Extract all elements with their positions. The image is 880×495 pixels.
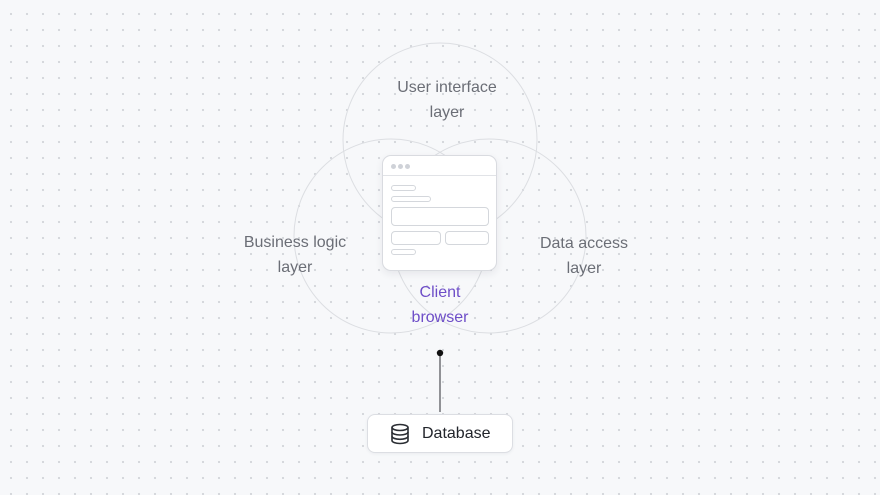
wireframe-footer-line: [391, 249, 416, 255]
database-label: Database: [422, 424, 491, 442]
business-logic-layer-label: Business logic layer: [224, 230, 366, 280]
browser-dot-icon: [391, 164, 396, 169]
database-icon: [390, 423, 410, 445]
browser-dot-icon: [405, 164, 410, 169]
business-logic-label-line-2: layer: [277, 259, 313, 276]
client-browser-label-line-1: Client: [419, 284, 461, 301]
business-logic-label-line-1: Business logic: [243, 234, 347, 251]
wireframe-field-right: [445, 231, 489, 245]
wireframe-text-line: [391, 196, 431, 202]
database-node: Database: [367, 414, 513, 453]
data-access-label-line-1: Data access: [539, 235, 629, 252]
data-access-layer-label: Data access layer: [514, 231, 654, 281]
data-access-label-line-2: layer: [566, 260, 602, 277]
client-browser-label: Client browser: [384, 280, 496, 330]
browser-window-illustration: [382, 155, 497, 271]
user-interface-label-line-2: layer: [429, 104, 465, 121]
browser-dot-icon: [398, 164, 403, 169]
wireframe-input-box: [391, 207, 489, 226]
user-interface-label-line-1: User interface: [397, 79, 497, 96]
wireframe-field-left: [391, 231, 441, 245]
browser-title-bar: [383, 156, 496, 176]
user-interface-layer-label: User interface layer: [370, 75, 524, 125]
client-browser-label-line-2: browser: [411, 309, 469, 326]
wireframe-heading-line: [391, 185, 416, 191]
connector-dot: [436, 349, 444, 357]
